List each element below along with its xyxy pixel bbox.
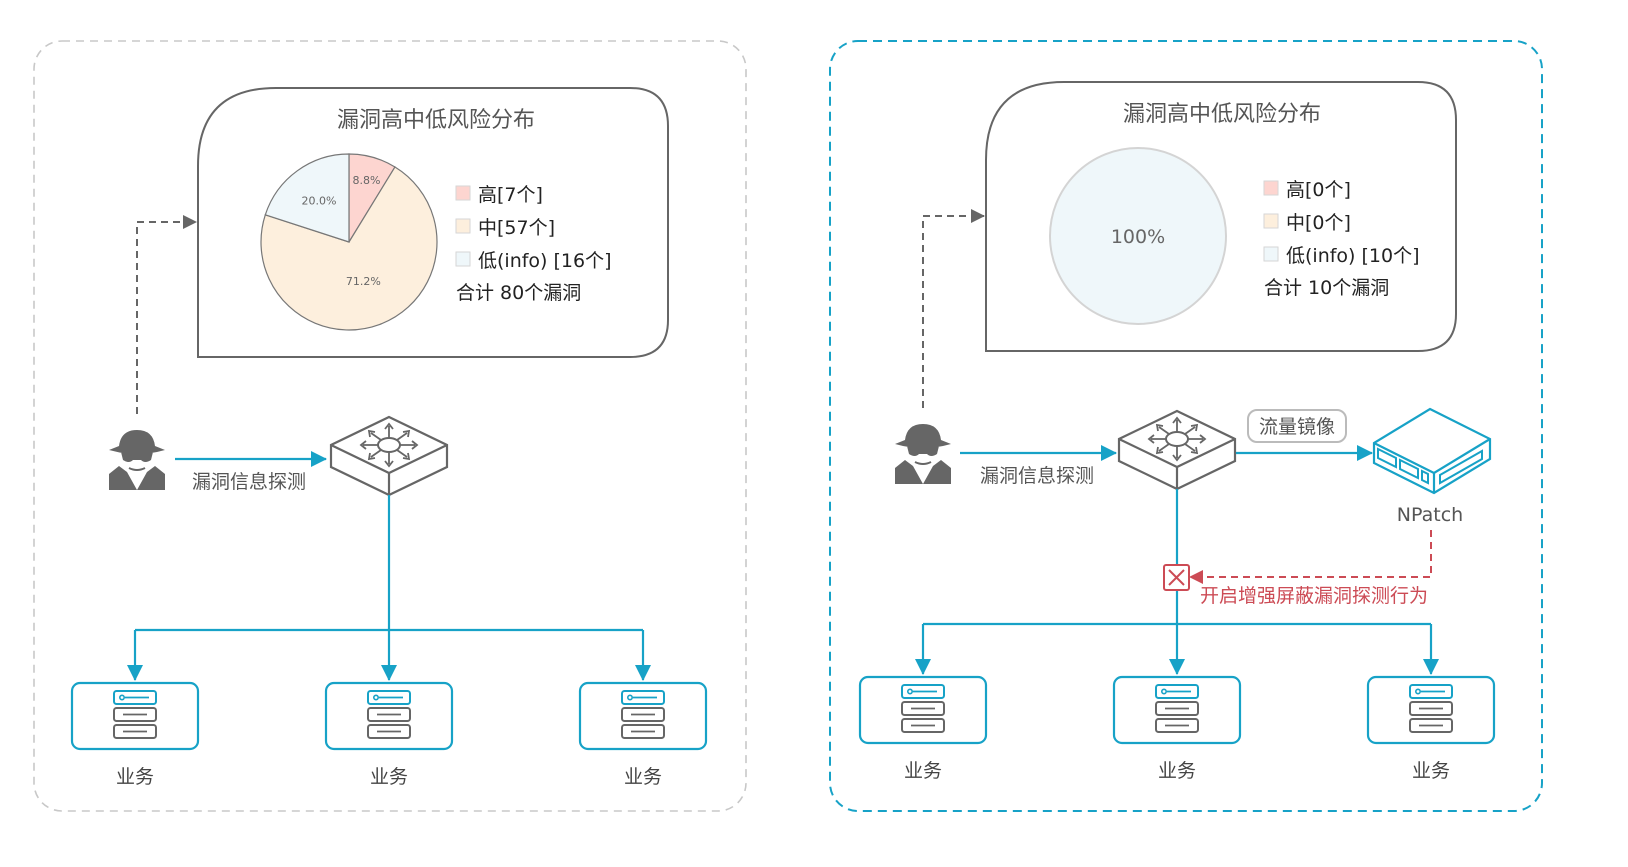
service-server-icon xyxy=(578,681,708,751)
service-server-icon xyxy=(1112,675,1242,745)
service-server-icon xyxy=(324,681,454,751)
left-panel-border xyxy=(33,40,747,812)
legend-label-high: 高[7个] xyxy=(478,184,543,206)
switch-icon xyxy=(1117,409,1237,491)
legend-total: 合计 80个漏洞 xyxy=(456,282,581,304)
right-attacker-to-chart-arrow xyxy=(922,209,985,408)
left-panel: 漏洞高中低风险分布 8.8% 71.2% 20.0% 高[7个] 中[57个] 低(… xyxy=(33,40,747,812)
service-label: 业务 xyxy=(1412,760,1450,782)
service-label: 业务 xyxy=(904,760,942,782)
right-legend: 高[0个] 中[0个] 低(info) [10个] 合计 10个漏洞 xyxy=(1263,179,1420,299)
left-attacker-to-chart-arrow xyxy=(136,215,197,414)
pie-data-label: 8.8% xyxy=(352,174,380,187)
block-behavior-label: 开启增强屏蔽漏洞探测行为 xyxy=(1200,585,1428,607)
legend-swatch-low xyxy=(455,251,471,267)
pie-data-label: 20.0% xyxy=(302,195,337,208)
hacker-icon xyxy=(108,429,166,491)
npatch-appliance-icon xyxy=(1372,407,1492,495)
service-label: 业务 xyxy=(1158,760,1196,782)
legend-label-low: 低(info) [16个] xyxy=(478,250,612,272)
legend-swatch-high xyxy=(1263,180,1279,196)
service-server-icon xyxy=(1366,675,1496,745)
legend-swatch-medium xyxy=(1263,213,1279,229)
legend-swatch-high xyxy=(455,185,471,201)
service-label: 业务 xyxy=(370,766,408,788)
legend-swatch-low xyxy=(1263,246,1279,262)
left-pie-chart: 8.8% 71.2% 20.0% xyxy=(260,153,438,331)
service-server-icon xyxy=(70,681,200,751)
pie-slice-low xyxy=(1049,147,1227,325)
legend-label-medium: 中[0个] xyxy=(1286,212,1351,234)
legend-label-medium: 中[57个] xyxy=(478,217,555,239)
right-panel-border xyxy=(829,40,1543,812)
traffic-mirror-badge xyxy=(1247,409,1347,443)
left-probe-label: 漏洞信息探测 xyxy=(192,471,306,493)
left-distribution-lines xyxy=(127,495,651,681)
pie-data-label: 71.2% xyxy=(346,275,381,288)
legend-total: 合计 10个漏洞 xyxy=(1264,277,1389,299)
switch-icon xyxy=(329,415,449,497)
left-chart-title: 漏洞高中低风险分布 xyxy=(337,108,535,133)
legend-swatch-medium xyxy=(455,218,471,234)
service-label: 业务 xyxy=(116,766,154,788)
right-probe-label: 漏洞信息探测 xyxy=(980,465,1094,487)
right-pie-chart: 100% xyxy=(1049,147,1227,325)
pie-slice-medium xyxy=(260,166,438,331)
block-command-arrow xyxy=(1189,530,1432,584)
hacker-icon xyxy=(894,423,952,485)
pie-data-label: 100% xyxy=(1111,226,1165,248)
service-server-icon xyxy=(858,675,988,745)
right-chart-title: 漏洞高中低风险分布 xyxy=(1123,102,1321,127)
left-legend: 高[7个] 中[57个] 低(info) [16个] 合计 80个漏洞 xyxy=(455,184,612,304)
legend-label-low: 低(info) [10个] xyxy=(1286,245,1420,267)
traffic-mirror-label: 流量镜像 xyxy=(1259,416,1335,438)
npatch-label: NPatch xyxy=(1397,504,1463,526)
legend-label-high: 高[0个] xyxy=(1286,179,1351,201)
right-panel: 漏洞高中低风险分布 100% 高[0个] 中[0个] 低(info) [10个]… xyxy=(829,40,1543,812)
service-label: 业务 xyxy=(624,766,662,788)
block-x-icon xyxy=(1163,564,1190,591)
pie-slice-low xyxy=(264,153,350,243)
